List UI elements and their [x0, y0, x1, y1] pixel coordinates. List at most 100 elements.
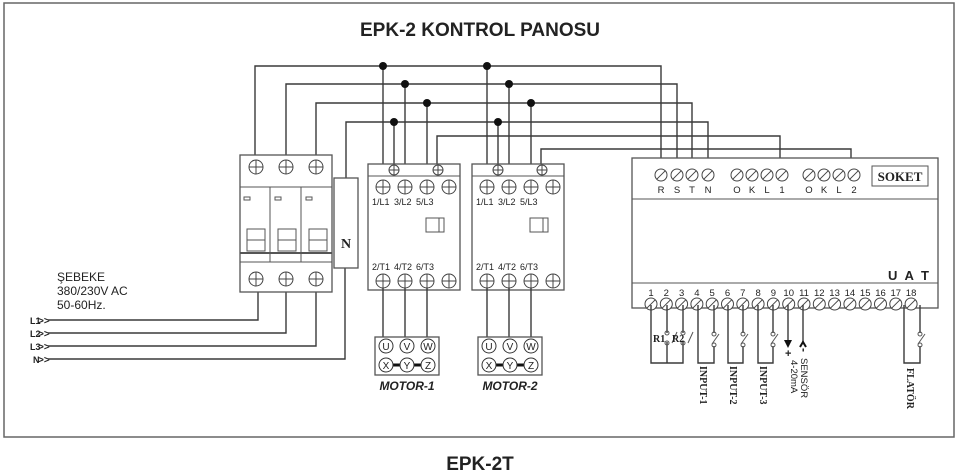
input-3-label: INPUT-3	[757, 366, 768, 405]
screw-terminal-icon	[397, 179, 413, 195]
screw-terminal-icon	[858, 297, 872, 311]
contactor-bottom-label: 2/T1	[372, 262, 390, 272]
contactor-bottom-label: 4/T2	[498, 262, 516, 272]
input-1-label: INPUT-1	[697, 366, 708, 405]
motor-terminal-label: W	[526, 342, 536, 353]
sensor-arrow-icon	[784, 340, 792, 348]
circuit-breaker: N	[239, 154, 359, 293]
motor-1: U V W X Y Z MOTOR-1	[374, 336, 440, 393]
junction-dot	[483, 62, 491, 70]
brand-label: U A T	[888, 268, 931, 283]
screw-terminal-icon	[705, 297, 719, 311]
contactor-2: 1/L1 3/L2 5/L3 2/T1 4/T2 6/T3	[471, 163, 565, 337]
screw-terminal-icon	[701, 168, 715, 182]
controller-top-terminal-label: O	[805, 185, 812, 196]
controller-bottom-terminal-label: 8	[755, 288, 760, 299]
line-l1-label: L1	[30, 316, 41, 326]
bus-wiring	[254, 62, 852, 184]
sensor-arrow-icon	[799, 340, 807, 348]
neutral-label: N	[341, 237, 351, 252]
relay-r1-label: R1	[653, 334, 665, 345]
controller-bottom-terminal-label: 2	[664, 288, 669, 299]
motor-terminal-label: Y	[404, 361, 411, 372]
screw-terminal-icon	[670, 168, 684, 182]
diagram-title: EPK-2 KONTROL PANOSU	[360, 20, 600, 41]
screw-terminal-icon	[828, 297, 842, 311]
analog-minus-label: -	[797, 348, 811, 352]
analog-range-label: 4-20mA	[788, 360, 799, 394]
contactor-top-label: 3/L2	[394, 197, 412, 207]
motor-name: MOTOR-1	[379, 379, 434, 393]
motor-terminal-label: X	[383, 361, 390, 372]
contactor-top-label: 1/L1	[476, 197, 494, 207]
arrow-icon: >>	[38, 342, 50, 353]
screw-terminal-icon	[523, 179, 539, 195]
screw-terminal-icon	[760, 168, 774, 182]
screw-terminal-icon	[536, 164, 548, 176]
controller-top-terminal-label: K	[821, 185, 828, 196]
screw-terminal-icon	[419, 273, 435, 289]
contactor-top-label: 3/L2	[498, 197, 516, 207]
contactor-bottom-label: 4/T2	[394, 262, 412, 272]
controller-top-terminal-label: 2	[851, 185, 856, 196]
line-l3-label: L3	[30, 342, 41, 352]
controller-bottom-terminal-label: 6	[725, 288, 730, 299]
screw-terminal-icon	[797, 297, 811, 311]
screw-terminal-icon	[843, 297, 857, 311]
supply-label: ŞEBEKE	[57, 270, 105, 284]
screw-terminal-icon	[375, 179, 391, 195]
controller-top-terminal-label: S	[674, 185, 680, 196]
breaker-poles	[240, 196, 332, 254]
contactor-top-label: 5/L3	[416, 197, 434, 207]
controller-top-terminal-label: N	[705, 185, 712, 196]
motor-terminal-label: Z	[425, 361, 431, 372]
screw-terminal-icon	[889, 297, 903, 311]
screw-terminal-icon	[479, 179, 495, 195]
screw-terminal-icon	[730, 168, 744, 182]
controller-bottom-terminal-label: 18	[906, 288, 917, 299]
contactor-bottom-label: 6/T3	[520, 262, 538, 272]
contactor-top-label: 5/L3	[520, 197, 538, 207]
junction-dot	[494, 118, 502, 126]
screw-terminal-icon	[523, 273, 539, 289]
contactor-bottom-label: 6/T3	[416, 262, 434, 272]
screw-terminal-icon	[501, 273, 517, 289]
relay-r2-label: R2	[672, 334, 684, 345]
screw-terminal-icon	[278, 271, 294, 287]
controller-bottom-terminal-label: 1	[648, 288, 653, 299]
motor-terminal-label: X	[486, 361, 493, 372]
screw-terminal-icon	[441, 273, 457, 289]
screw-terminal-icon	[308, 271, 324, 287]
motor-terminal-label: W	[423, 342, 433, 353]
screw-terminal-icon	[817, 168, 831, 182]
controller-bottom-terminal-label: 17	[891, 288, 902, 299]
screw-terminal-icon	[388, 164, 400, 176]
controller-top-terminal-label: 1	[779, 185, 784, 196]
supply-voltage: 380/230V AC	[57, 284, 128, 298]
diagram-frame	[3, 2, 955, 438]
motor-terminal-label: V	[404, 342, 411, 353]
screw-terminal-icon	[419, 179, 435, 195]
screw-terminal-icon	[654, 168, 668, 182]
screw-terminal-icon	[397, 273, 413, 289]
screw-terminal-icon	[751, 297, 765, 311]
screw-terminal-icon	[812, 297, 826, 311]
controller-bottom-terminal-label: 13	[829, 288, 840, 299]
sensor-label: SENSÖR	[798, 358, 809, 398]
controller-bottom-terminal-label: 11	[799, 288, 809, 299]
controller-top-terminal-label: O	[733, 185, 740, 196]
controller-bottom-terminal-label: 15	[860, 288, 871, 299]
motor-terminal-label: U	[382, 342, 389, 353]
line-l2-label: L2	[30, 329, 41, 339]
arrow-icon: >>	[38, 355, 50, 366]
screw-terminal-icon	[847, 168, 861, 182]
contactor-bottom-label: 2/T1	[476, 262, 494, 272]
motor-terminal-label: Y	[507, 361, 514, 372]
junction-dot	[527, 99, 535, 107]
supply-frequency: 50-60Hz.	[57, 298, 106, 312]
controller-bottom-terminal-label: 16	[875, 288, 886, 299]
screw-terminal-icon	[479, 273, 495, 289]
screw-terminal-icon	[248, 159, 264, 175]
